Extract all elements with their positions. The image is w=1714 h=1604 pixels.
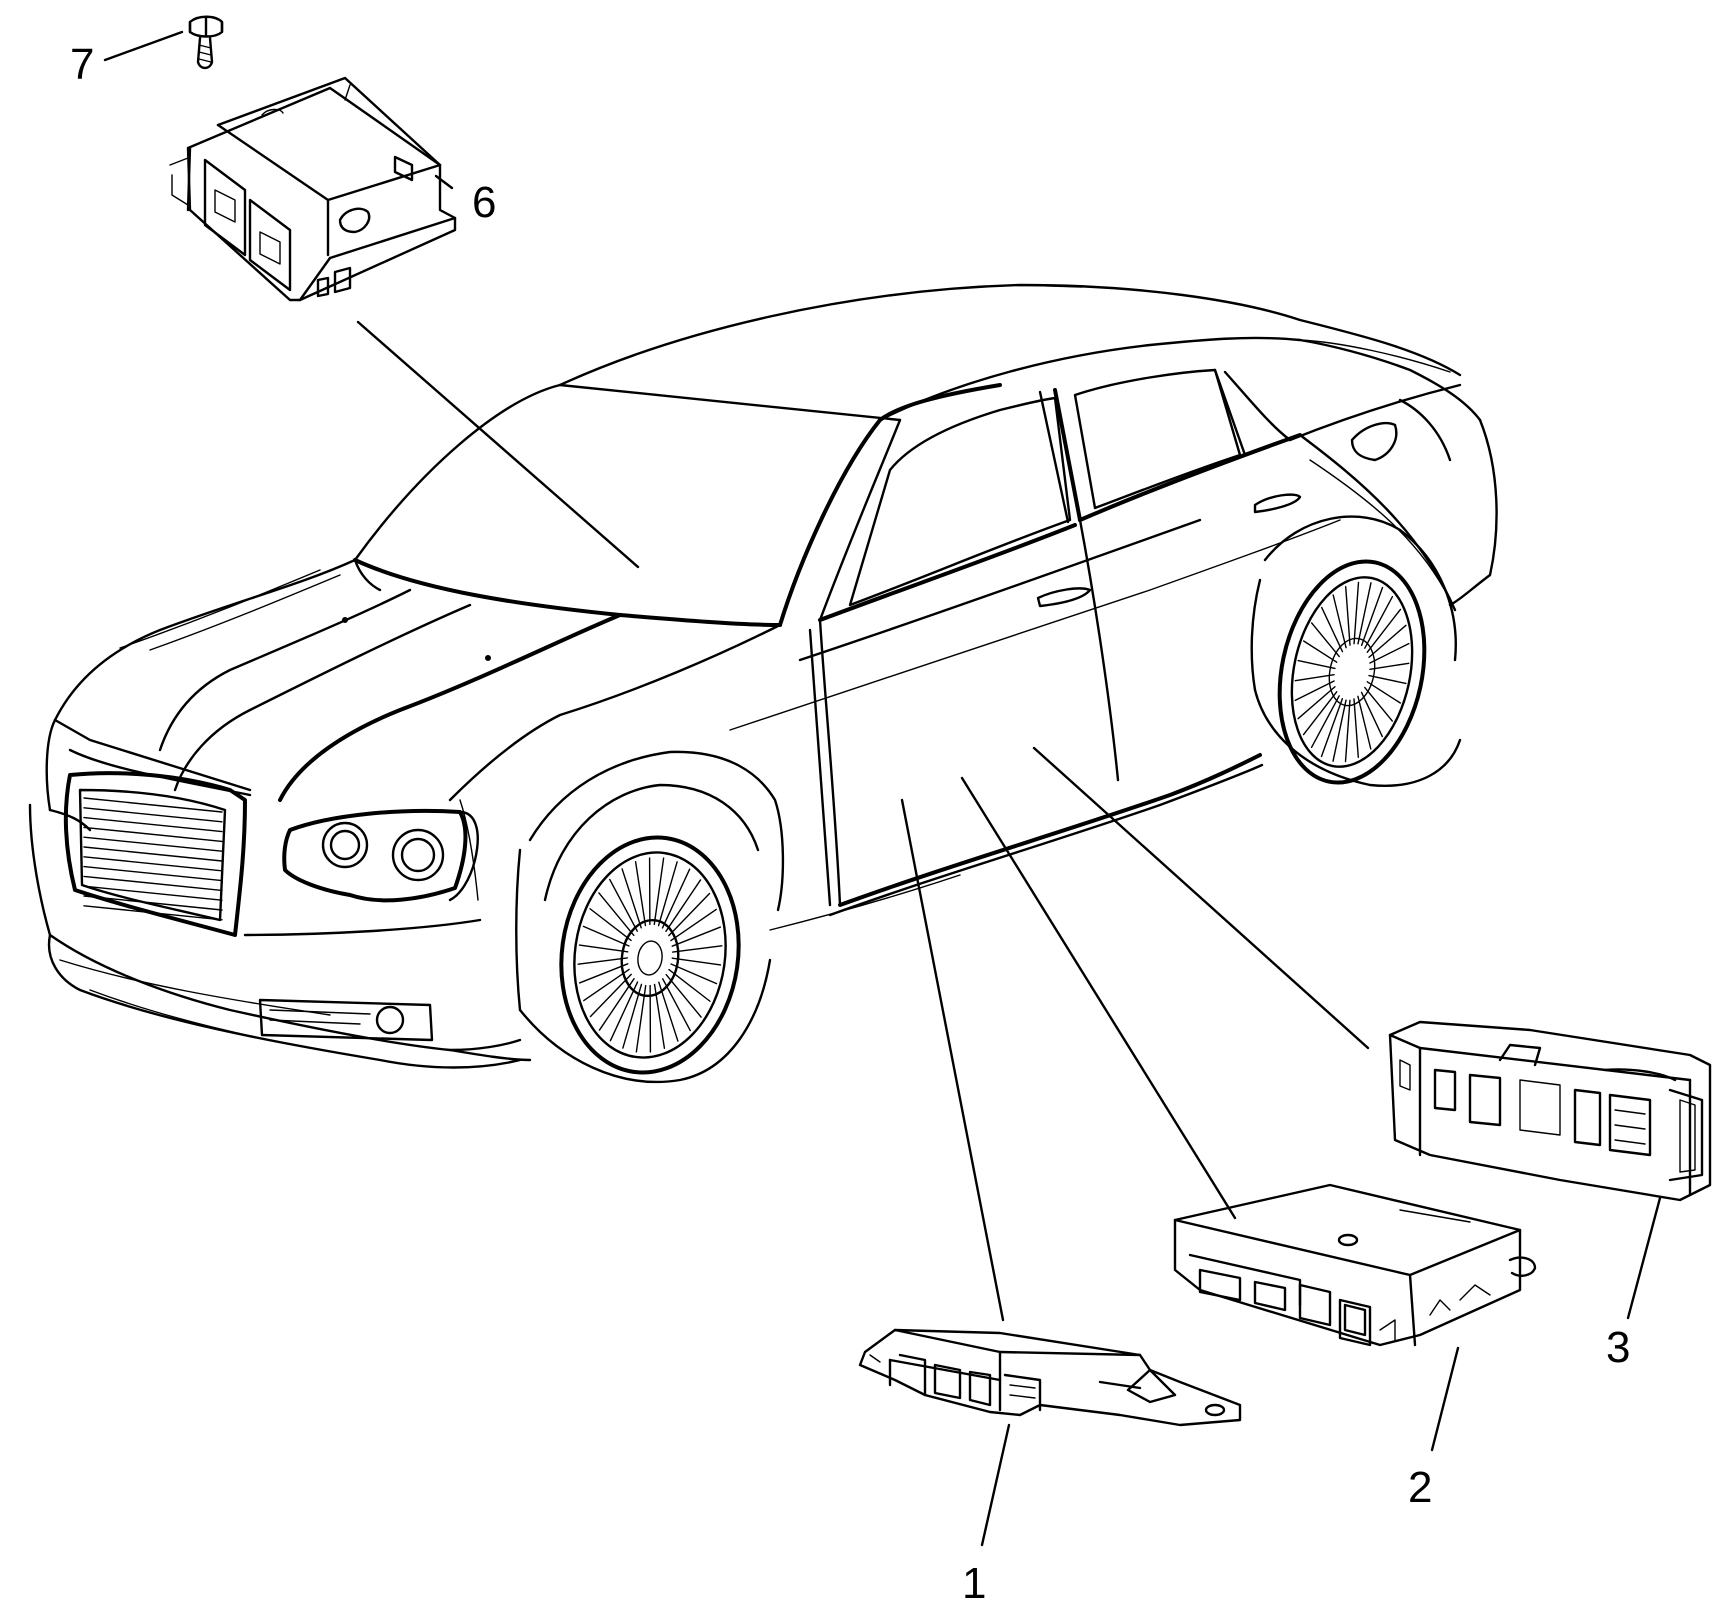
wheel-spoke xyxy=(1294,680,1335,702)
wheel-spoke xyxy=(671,945,723,953)
wheel-spoke xyxy=(1369,642,1410,664)
grille-bar xyxy=(83,807,223,823)
wheel-spoke xyxy=(621,868,642,929)
wheel-spoke xyxy=(577,957,629,965)
grille-bar xyxy=(83,875,223,892)
wheel-spoke xyxy=(1302,640,1338,663)
leader-line-2-to-vehicle xyxy=(960,776,1237,1220)
wheel-spoke xyxy=(609,981,639,1042)
wheel-spoke xyxy=(1364,686,1394,722)
wheel-spoke xyxy=(658,981,679,1042)
leader-line-7 xyxy=(103,30,184,62)
wheel-spoke xyxy=(609,878,638,932)
wheel-spoke xyxy=(661,868,691,929)
wheel-spoke xyxy=(1360,691,1384,738)
occupant-restraint-module xyxy=(169,76,457,302)
grille-bar xyxy=(83,895,223,911)
grille-bar xyxy=(83,905,223,921)
grille-bar xyxy=(83,836,223,852)
callout-label-1: 1 xyxy=(962,1559,986,1604)
wheel-spoke xyxy=(583,968,630,1002)
leader-line-3 xyxy=(1626,1196,1662,1320)
wheel-spoke xyxy=(1366,681,1402,704)
wheel-spoke xyxy=(598,978,635,1031)
wheel-spoke xyxy=(665,879,702,932)
wheel-spoke xyxy=(1297,659,1336,670)
wheel-spoke xyxy=(1368,624,1407,658)
wheel-spoke xyxy=(1332,594,1347,649)
wheel-spoke xyxy=(670,963,718,985)
wheel-spoke xyxy=(1360,586,1384,647)
wheel-spoke xyxy=(1302,691,1338,736)
module-1-controller xyxy=(858,1328,1242,1427)
grille-bar xyxy=(83,856,223,872)
callout-label-6: 6 xyxy=(472,178,496,227)
leader-line-6 xyxy=(434,174,454,190)
wheel-spoke xyxy=(1369,662,1410,670)
wheel-spoke xyxy=(582,925,630,947)
leader-line-3-to-vehicle xyxy=(1032,746,1370,1050)
wheel-spoke xyxy=(1364,595,1394,649)
grille-bars xyxy=(83,797,223,921)
wheel-spoke xyxy=(634,860,647,927)
grille-bar xyxy=(83,797,223,813)
wheel-spoke xyxy=(622,983,643,1049)
grille-bar xyxy=(83,816,223,833)
wheel-spoke xyxy=(1353,698,1360,759)
grille-bar xyxy=(83,826,223,843)
wheel-spoke xyxy=(1344,699,1351,763)
leader-lines xyxy=(103,30,1662,1547)
wheel-spoke xyxy=(662,978,691,1032)
wheel-spoke xyxy=(1294,674,1335,682)
wheel-spoke xyxy=(1357,582,1372,645)
wheel-spoke xyxy=(1368,674,1407,685)
callout-labels: 7 6 1 2 3 xyxy=(70,40,1630,1604)
wheel-spoke xyxy=(653,983,666,1050)
leader-line-1-to-vehicle xyxy=(900,798,1005,1322)
leader-line-1 xyxy=(980,1423,1011,1547)
leader-line-2 xyxy=(1430,1346,1460,1452)
wheel-spoke xyxy=(1310,622,1340,658)
wheel-spoke xyxy=(1344,585,1351,646)
wheel-spoke xyxy=(668,968,711,1002)
wheel-spoke xyxy=(635,984,647,1053)
wheel-spoke xyxy=(1320,606,1344,653)
wheel-spoke xyxy=(657,861,678,927)
grille-bar xyxy=(83,865,223,882)
wheel-spoke xyxy=(598,892,635,937)
leader-line-6-to-vehicle xyxy=(356,320,640,569)
front-wheel-spokes xyxy=(577,857,723,1053)
wheel-spoke xyxy=(653,857,665,926)
module-2-controller xyxy=(1173,1183,1537,1347)
rear-wheel-spokes xyxy=(1294,581,1410,763)
wheel-spoke xyxy=(1366,608,1402,653)
wheel-spoke xyxy=(589,973,632,1018)
wheel-spoke xyxy=(589,908,632,942)
grille-bar xyxy=(83,846,223,862)
wheel-spoke xyxy=(670,908,717,942)
callout-label-3: 3 xyxy=(1606,1323,1630,1372)
wheel-spoke xyxy=(578,944,629,953)
wheel-spoke xyxy=(671,926,722,947)
wheel-spoke xyxy=(1297,686,1336,720)
wheel-spoke xyxy=(1310,695,1340,749)
wheel-spoke xyxy=(668,892,711,937)
grille-bar xyxy=(83,885,223,901)
callout-label-2: 2 xyxy=(1408,1463,1432,1512)
wheel-spoke xyxy=(1357,695,1372,750)
sedan-vehicle-illustration xyxy=(28,283,1498,1084)
wheel-spoke xyxy=(665,973,702,1018)
callout-label-7: 7 xyxy=(70,40,94,89)
wheel-spoke xyxy=(578,963,629,984)
wheel-spoke xyxy=(1332,699,1347,762)
wheel-spoke xyxy=(671,957,722,966)
wheel-spoke xyxy=(1353,581,1360,645)
wheel-spoke xyxy=(1320,697,1344,758)
fastener-bolt xyxy=(188,15,224,70)
module-3-controller xyxy=(1388,1020,1712,1202)
